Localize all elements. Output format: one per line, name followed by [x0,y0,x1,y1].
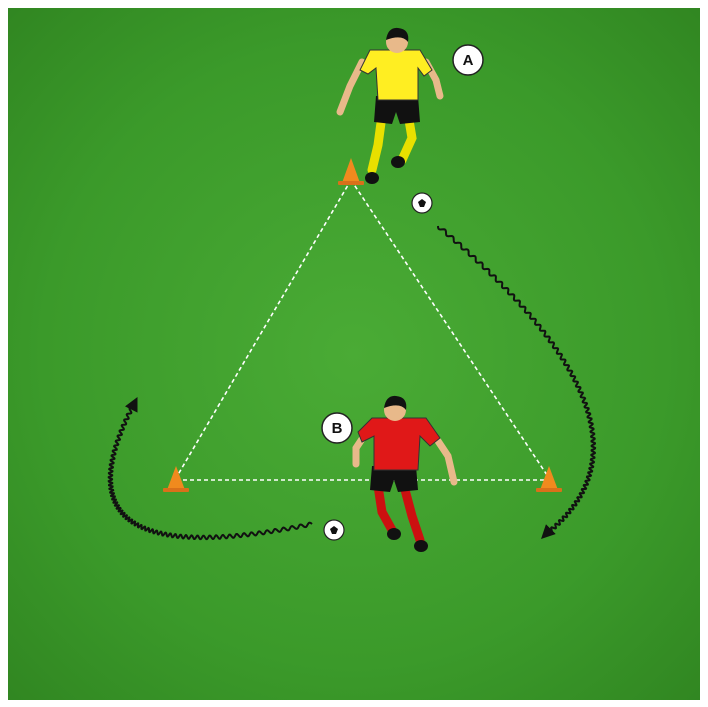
player-b [352,395,458,552]
pitch [8,8,700,700]
svg-text:A: A [463,52,474,69]
dribble-left-path [107,396,313,541]
ball-near-player-b [323,519,345,541]
dribble-right-path [437,225,597,539]
player-b-label: B [321,412,353,444]
triangle-outline [175,179,550,481]
cone-right [536,466,562,492]
cone-left [163,466,189,492]
svg-text:B: B [332,420,343,437]
player-a [336,27,444,184]
player-a-label: A [452,44,484,76]
ball-near-player-a [411,192,433,214]
cone-top [338,158,364,185]
